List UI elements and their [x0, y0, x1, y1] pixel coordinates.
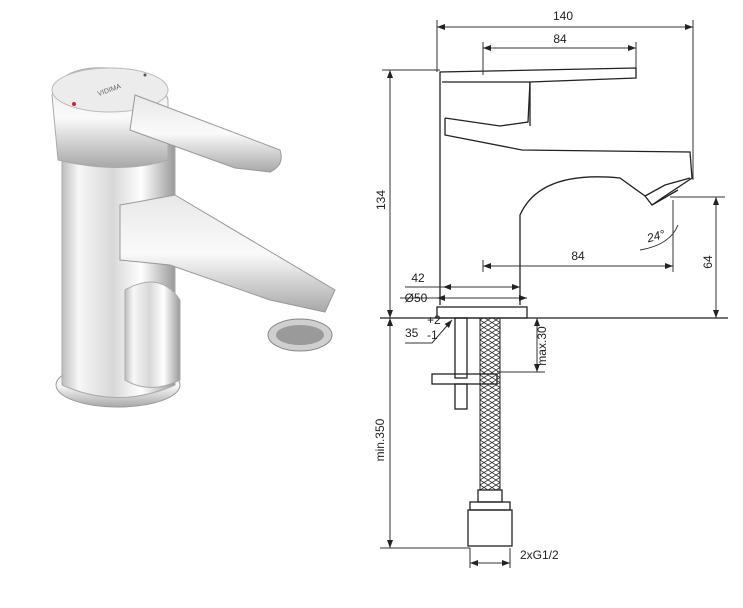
dim-spout-height: 64 — [701, 255, 715, 269]
faucet-outline — [380, 67, 728, 547]
dim-hose-length: min.350 — [373, 418, 387, 461]
dim-hole-diameter: 35 — [405, 326, 419, 340]
faucet-spout — [119, 194, 336, 313]
dim-hole-tolerance-minus: -1 — [427, 328, 438, 342]
dim-body-offset: 42 — [411, 271, 425, 285]
dim-overall-length: 140 — [553, 9, 573, 23]
cold-indicator-dot — [143, 73, 147, 77]
dim-overall-height: 134 — [374, 190, 388, 210]
dim-spout-angle: 24° — [644, 227, 666, 246]
dim-connection: 2xG1/2 — [520, 548, 559, 562]
dimension-lines — [380, 20, 725, 568]
spout-underside — [124, 281, 181, 388]
dim-hole-tolerance-plus: +2 — [427, 313, 441, 327]
aerator-outlet — [276, 325, 324, 345]
dim-spout-reach: 84 — [571, 249, 585, 263]
hot-indicator-dot — [72, 102, 76, 106]
faucet-product-photo: VIDIMA — [51, 67, 336, 408]
faucet-lever — [129, 94, 282, 173]
dim-base-diameter: Ø50 — [405, 291, 428, 305]
dim-max-deck-thickness: max.30 — [535, 326, 549, 366]
dim-handle-length: 84 — [553, 32, 567, 46]
